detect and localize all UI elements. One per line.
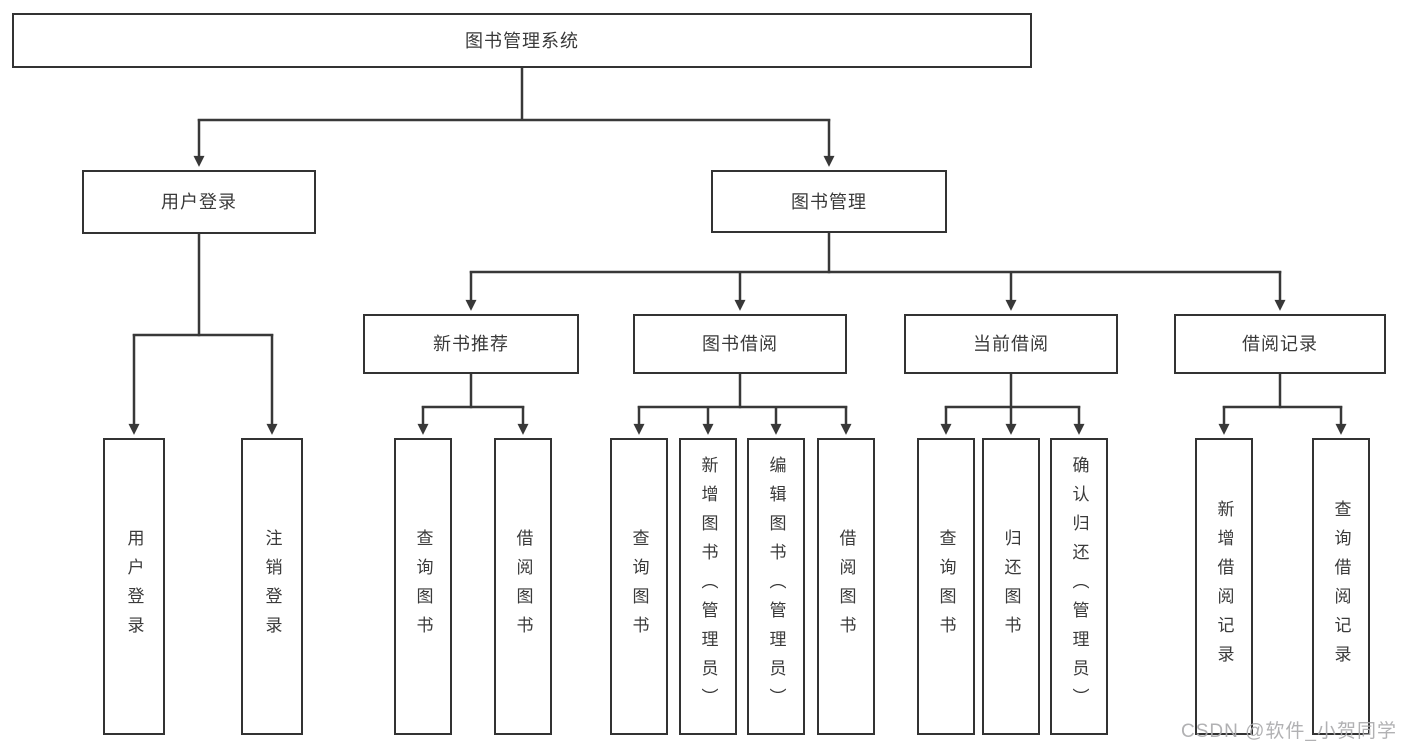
node-current-borrow: 当前借阅 [904,314,1118,374]
leaf-query-book-3-label: 查询图书 [936,528,956,645]
leaf-borrow-book-1-label: 借阅图书 [513,528,533,645]
node-root-label: 图书管理系统 [465,30,579,51]
node-user-login: 用户登录 [82,170,316,234]
node-root: 图书管理系统 [12,13,1032,68]
leaf-return-book: 归还图书 [982,438,1040,735]
leaf-query-book-2: 查询图书 [610,438,668,735]
csdn-watermark: CSDN @软件_小贺同学 [1181,721,1397,742]
leaf-confirm-return-admin: 确认归还（管理员） [1050,438,1108,735]
node-borrow-record: 借阅记录 [1174,314,1386,374]
leaf-edit-book-admin: 编辑图书（管理员） [747,438,805,735]
leaf-query-borrow-record: 查询借阅记录 [1312,438,1370,735]
leaf-add-borrow-record: 新增借阅记录 [1195,438,1253,735]
leaf-borrow-book-1: 借阅图书 [494,438,552,735]
leaf-add-borrow-record-label: 新增借阅记录 [1214,499,1234,674]
leaf-logout: 注销登录 [241,438,303,735]
leaf-add-book-admin-label: 新增图书（管理员） [698,456,718,717]
leaf-query-book-1-label: 查询图书 [413,528,433,645]
leaf-user-login-label: 用户登录 [124,528,144,645]
leaf-query-book-2-label: 查询图书 [629,528,649,645]
node-book-management: 图书管理 [711,170,947,233]
leaf-edit-book-admin-label: 编辑图书（管理员） [766,456,786,717]
leaf-return-book-label: 归还图书 [1001,528,1021,645]
leaf-logout-label: 注销登录 [262,528,282,645]
leaf-borrow-book-2-label: 借阅图书 [836,528,856,645]
arrow-connectors [128,68,1347,435]
leaf-add-book-admin: 新增图书（管理员） [679,438,737,735]
leaf-query-borrow-record-label: 查询借阅记录 [1331,499,1351,674]
node-borrow-record-label: 借阅记录 [1242,334,1318,354]
node-current-borrow-label: 当前借阅 [973,334,1049,354]
node-book-management-label: 图书管理 [791,191,867,212]
node-book-borrow: 图书借阅 [633,314,847,374]
node-new-book-recommend: 新书推荐 [363,314,579,374]
leaf-borrow-book-2: 借阅图书 [817,438,875,735]
leaf-user-login: 用户登录 [103,438,165,735]
leaf-confirm-return-admin-label: 确认归还（管理员） [1069,456,1089,717]
node-user-login-label: 用户登录 [161,192,237,212]
node-book-borrow-label: 图书借阅 [702,334,778,354]
leaf-query-book-1: 查询图书 [394,438,452,735]
node-new-book-recommend-label: 新书推荐 [433,334,509,354]
leaf-query-book-3: 查询图书 [917,438,975,735]
